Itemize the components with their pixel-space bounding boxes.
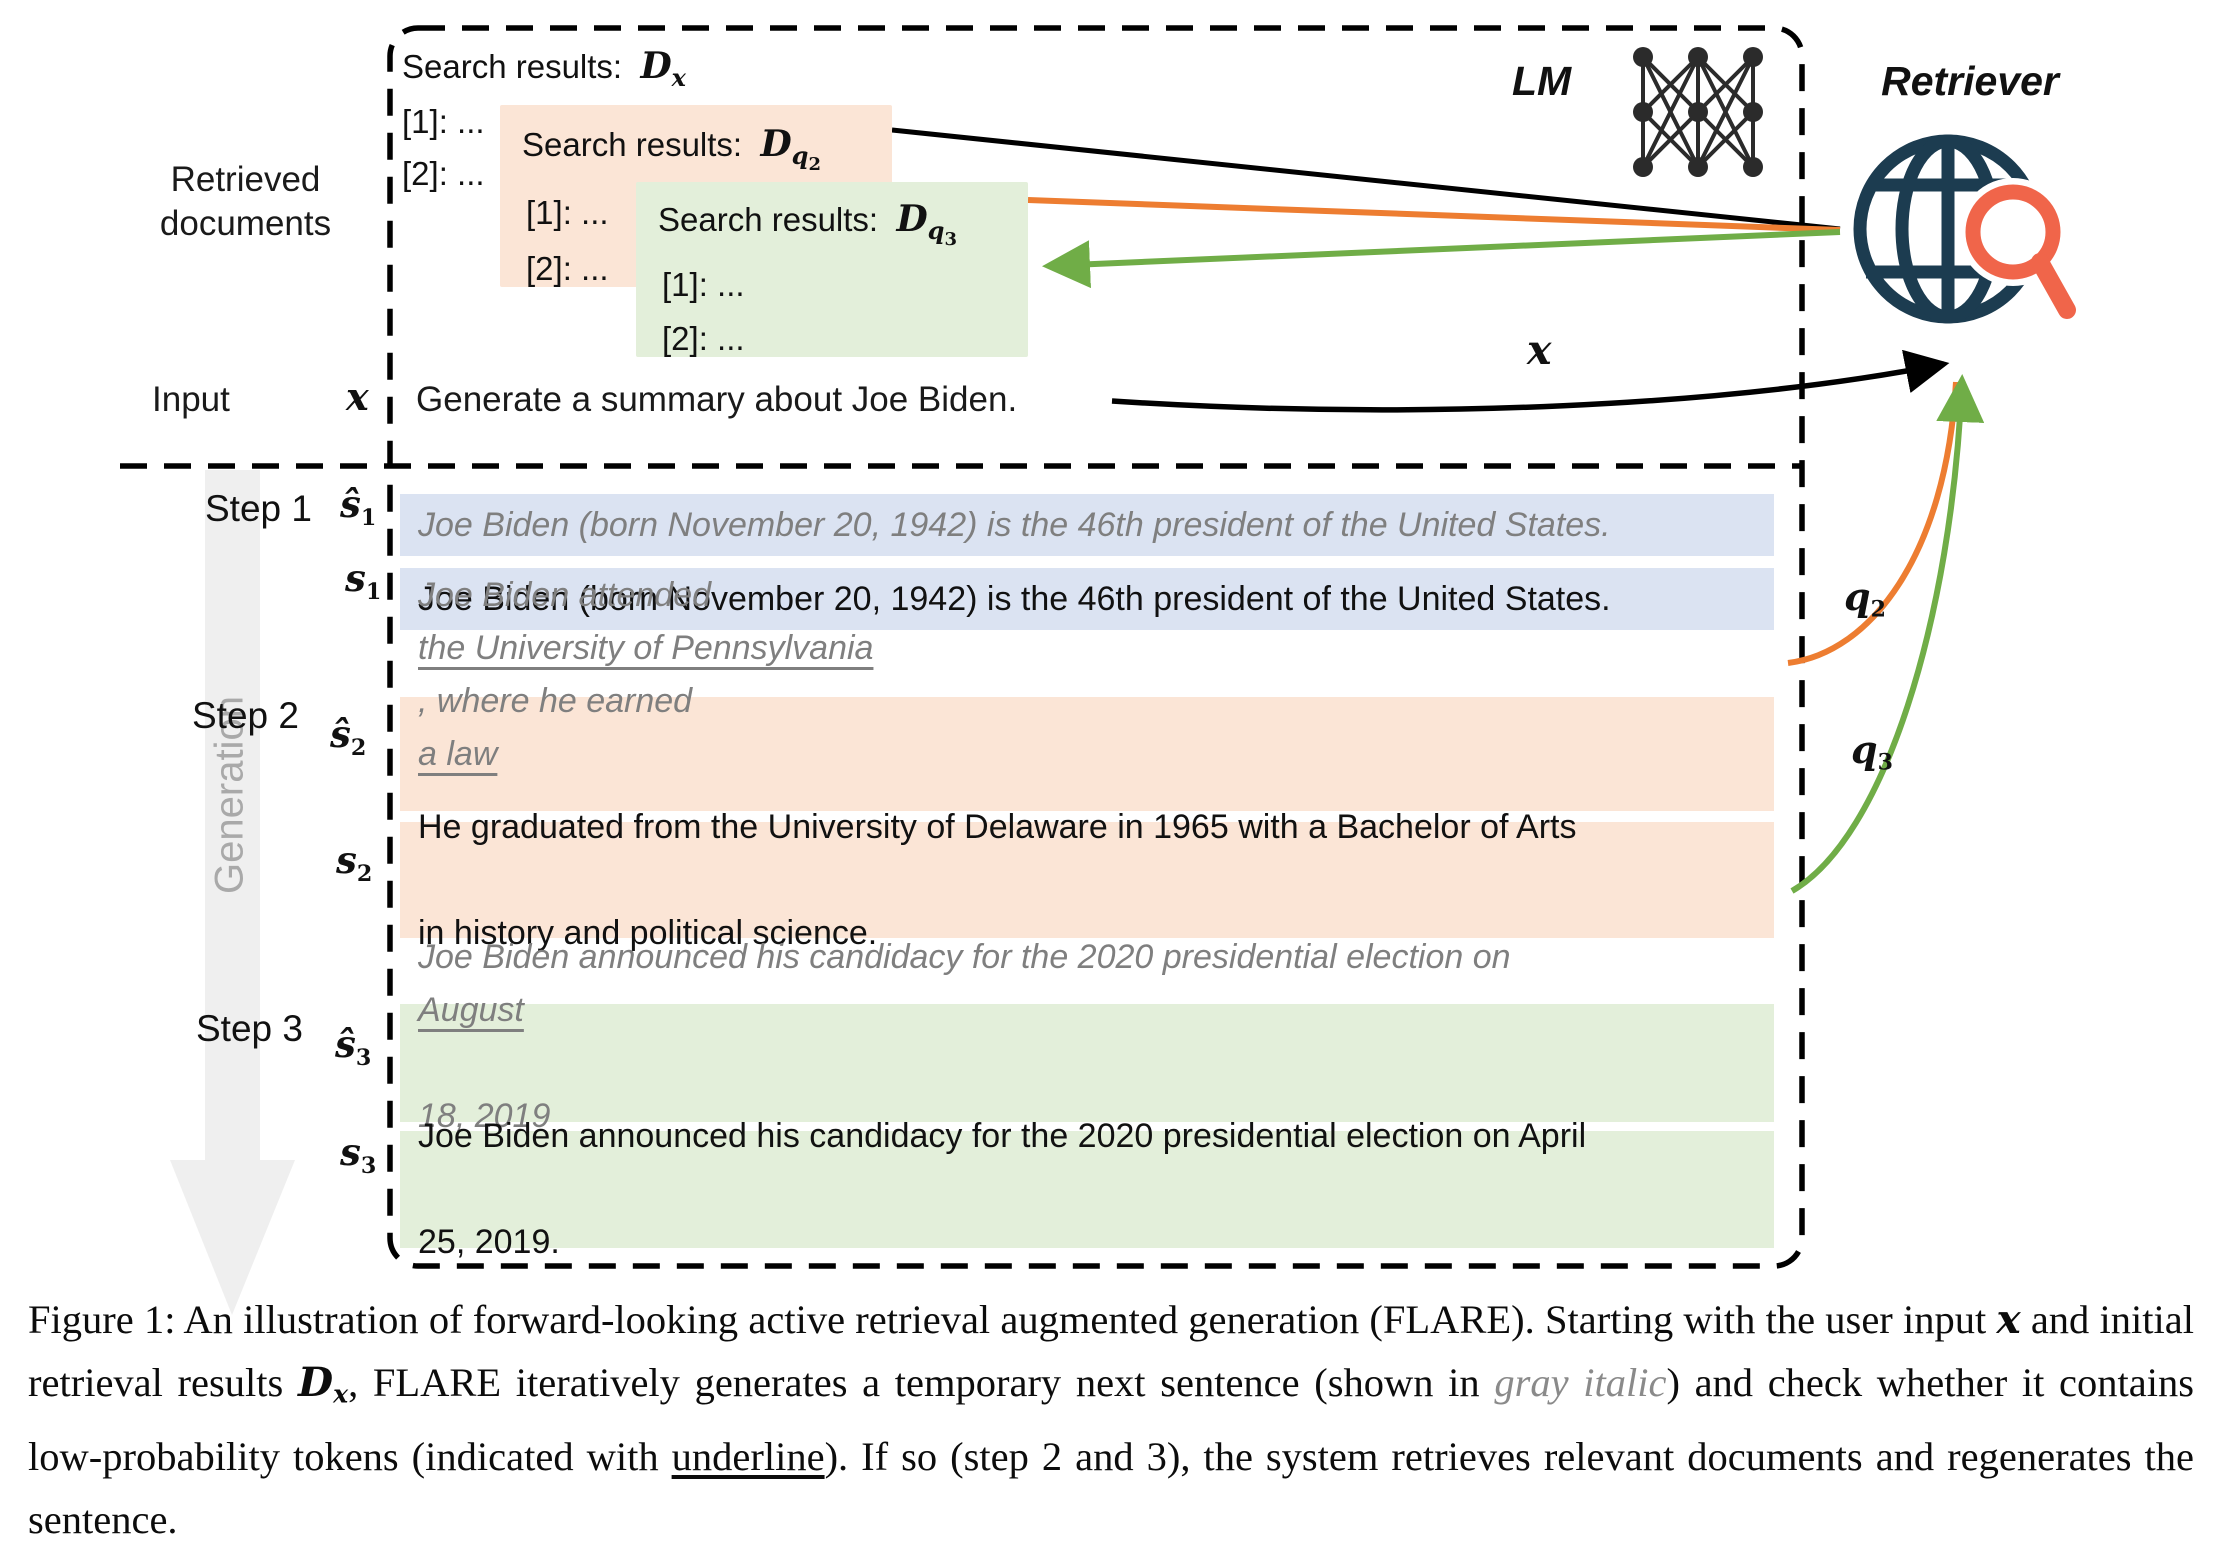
s2-hat-symbol: ŝ2 — [330, 712, 367, 761]
q3-query-curve — [1790, 374, 1985, 894]
search-results-dq2-title: Search results: Dq2 — [522, 123, 821, 175]
step3-final-sentence: Joe Biden announced his candidacy for th… — [400, 1117, 1774, 1261]
s3-symbol: s3 — [340, 1130, 377, 1179]
search-results-dx-title: Search results: Dx — [402, 45, 686, 92]
neural-network-icon — [1633, 47, 1763, 177]
input-label: Input — [152, 380, 230, 419]
s2-symbol: s2 — [336, 838, 373, 887]
retriever-to-dq3-arrow — [1042, 229, 1841, 289]
step3-temporary-sentence: Joe Biden announced his candidacy for th… — [400, 938, 1774, 1188]
s1-symbol: s1 — [345, 556, 382, 605]
retrieved-documents-label: Retrieved documents — [159, 160, 332, 243]
step-3-label: Step 3 — [196, 1008, 303, 1049]
retriever-to-dq2-line — [1027, 197, 1841, 233]
search-results-dx-items: [1]: ... [2]: ... — [402, 103, 485, 192]
lm-label: LM — [1512, 58, 1572, 104]
magnifier-icon — [1959, 178, 2083, 326]
generation-label: Generation — [207, 696, 252, 894]
search-results-dq3-items: [1]: ... [2]: ... — [662, 266, 745, 357]
search-results-dq3-box: Search results: Dq3 [1]: ... [2]: ... — [636, 182, 1028, 357]
q3-label: q3 — [1851, 727, 1893, 776]
q2-label: q2 — [1844, 574, 1886, 623]
globe-search-icon — [1853, 134, 2083, 326]
s3-hat-symbol: ŝ3 — [335, 1022, 372, 1071]
s1-hat-symbol: ŝ1 — [340, 482, 377, 531]
step-2-label: Step 2 — [192, 695, 299, 736]
step2-final-sentence: He graduated from the University of Dela… — [400, 808, 1774, 952]
retriever-label: Retriever — [1881, 58, 2059, 104]
input-sentence: Generate a summary about Joe Biden. — [416, 380, 1018, 419]
step-1-label: Step 1 — [205, 488, 312, 529]
input-symbol-x: x — [346, 374, 369, 419]
search-results-dq3-title: Search results: Dq3 — [658, 198, 957, 250]
x-arrow-label: x — [1527, 326, 1552, 374]
step1-temporary-sentence: Joe Biden (born November 20, 1942) is th… — [400, 494, 1774, 556]
figure-caption: Figure 1: An illustration of forward-loo… — [28, 1295, 2195, 1543]
step2-temporary-sentence: Joe Biden attended the University of Pen… — [400, 576, 1774, 932]
